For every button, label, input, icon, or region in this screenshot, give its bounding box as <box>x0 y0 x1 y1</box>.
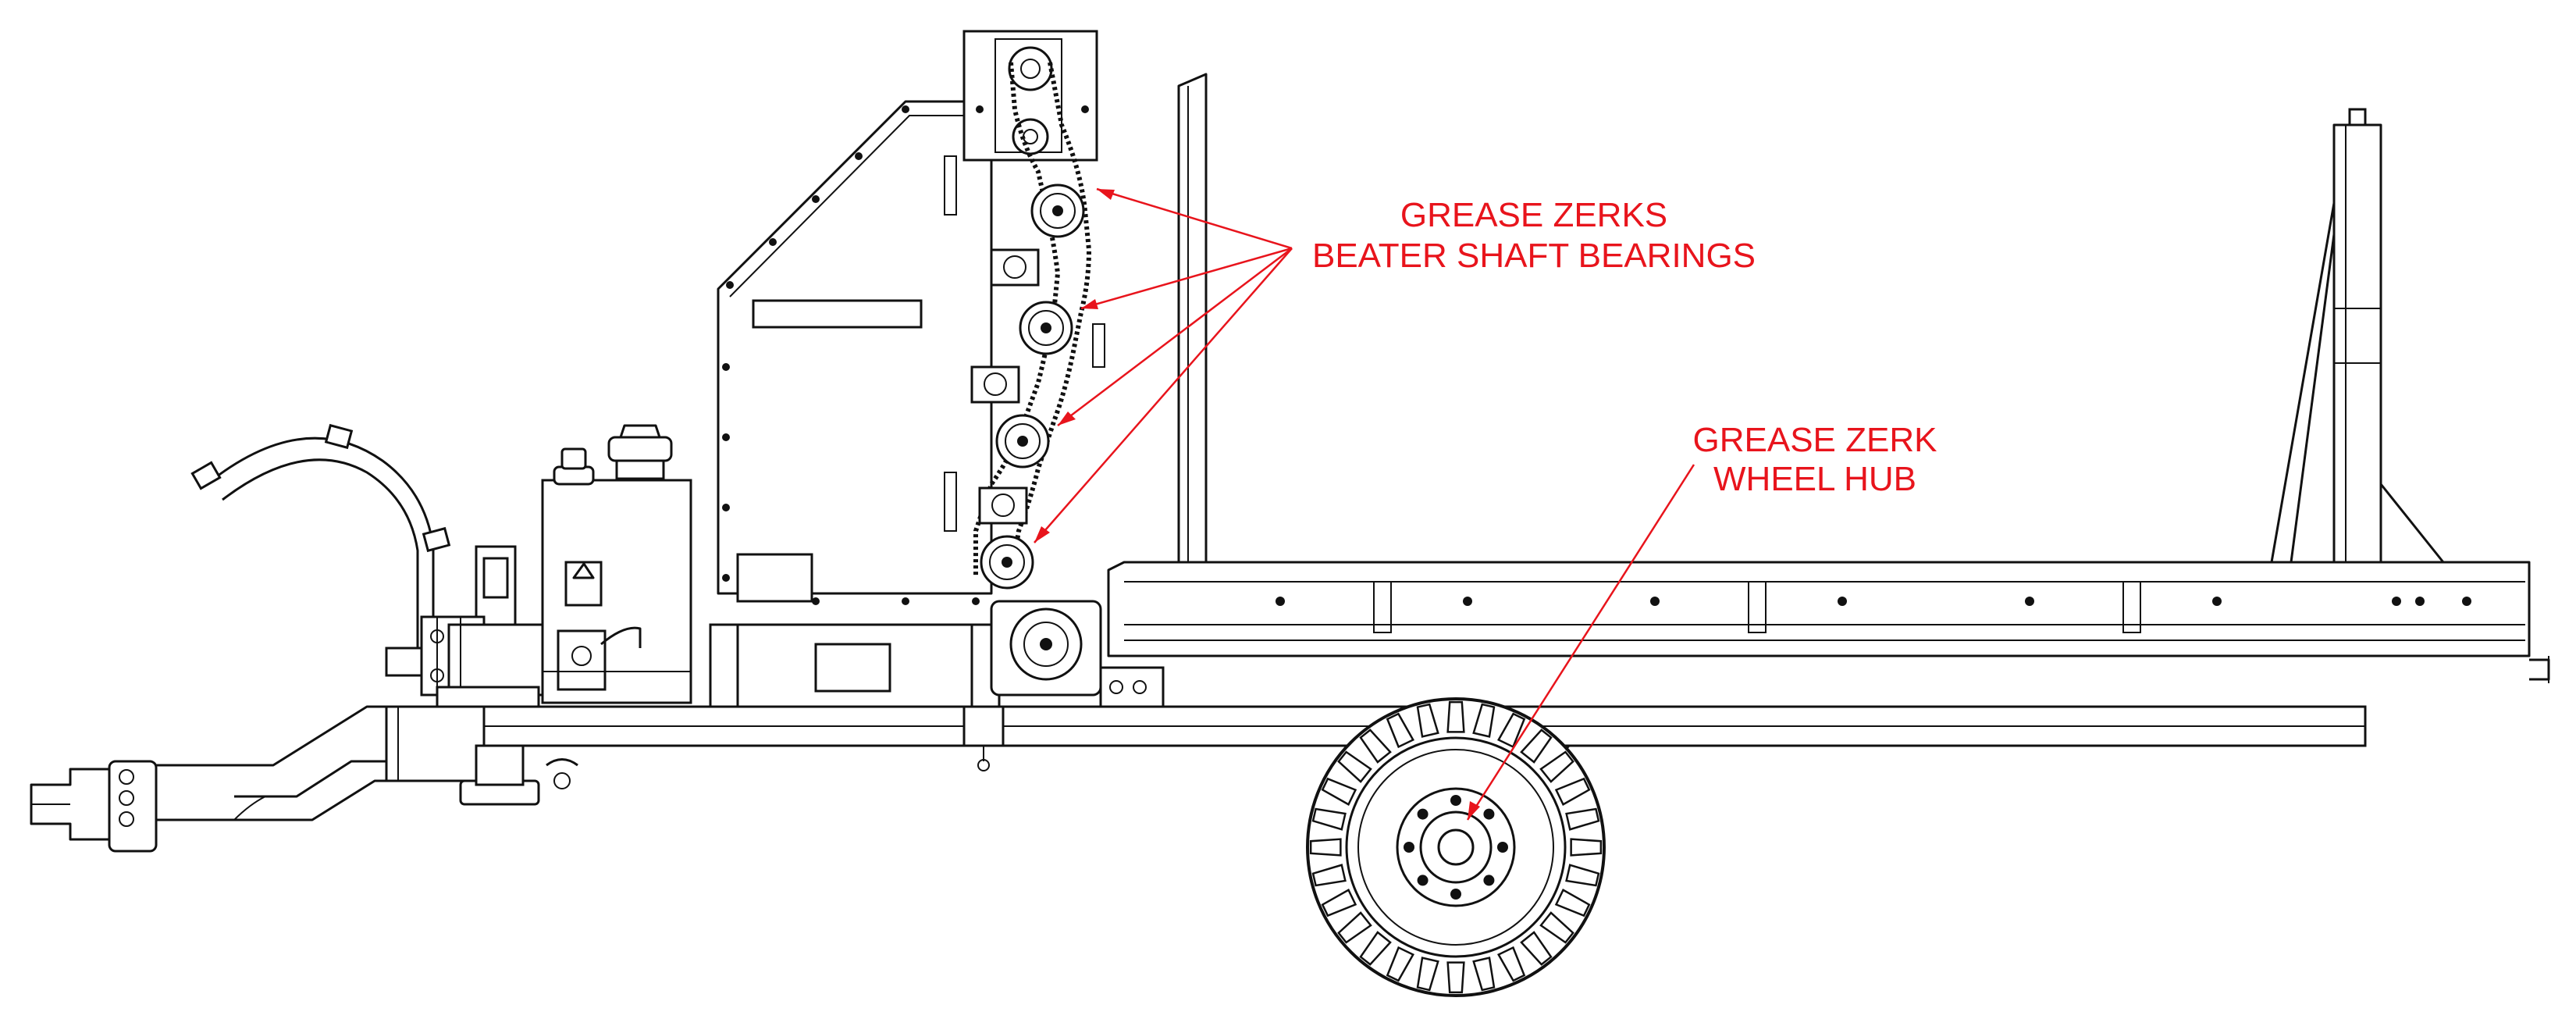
tread-lug <box>1359 931 1392 966</box>
bed-deck <box>1107 561 2550 683</box>
hydraulic-motor <box>990 600 1165 708</box>
lug-nut <box>1404 842 1414 853</box>
tread-lug <box>1554 888 1591 917</box>
lug-nut <box>1483 808 1495 820</box>
tread-lug <box>1520 931 1553 966</box>
beater-callout-line1: GREASE ZERKS <box>1400 196 1667 234</box>
wheel <box>1306 697 1606 997</box>
tread-lug <box>1520 729 1553 764</box>
wheel-leader <box>1466 464 1695 821</box>
tread-lug <box>1309 838 1342 857</box>
tread-lug <box>1386 712 1415 749</box>
tread-lug <box>1570 838 1603 857</box>
discharge-chute <box>190 423 451 672</box>
tread-lug <box>1446 961 1465 994</box>
beater-leaders <box>1034 187 1293 543</box>
lug-nut <box>1497 842 1508 853</box>
lug-nut <box>1450 795 1461 806</box>
lug-nut <box>1417 808 1429 820</box>
beater-bearing-4 <box>980 535 1034 590</box>
wheel-callout: GREASE ZERK WHEEL HUB <box>1693 421 1937 498</box>
pto-gearbox <box>385 545 552 708</box>
wheel-callout-line1: GREASE ZERK <box>1693 421 1937 459</box>
tread-lug <box>1446 700 1465 733</box>
tread-lug <box>1416 957 1439 992</box>
main-housing <box>717 100 1105 605</box>
tread-lug <box>1337 750 1372 783</box>
chain-tensioners <box>970 248 1040 525</box>
tread-lug <box>1321 777 1357 807</box>
hydraulic-tank <box>541 424 692 704</box>
lug-nut <box>1450 889 1461 900</box>
beater-bearing-1 <box>1030 183 1085 238</box>
tread-lug <box>1565 864 1600 887</box>
beater-bearing-3 <box>995 414 1050 469</box>
tread-lug <box>1337 911 1372 944</box>
tread-lug <box>1496 946 1526 982</box>
tread-lug <box>1321 888 1357 917</box>
tread-lug <box>1539 750 1574 783</box>
tread-lug <box>1539 911 1574 944</box>
tread-lug <box>1386 946 1415 982</box>
tread-lug <box>1472 703 1496 738</box>
beater-callout: GREASE ZERKS BEATER SHAFT BEARINGS <box>1312 196 1756 275</box>
housing-post <box>1177 73 1208 564</box>
rear-headboard <box>2270 108 2445 564</box>
tread-lug <box>1565 807 1600 831</box>
tread-lug <box>1311 807 1347 831</box>
beater-callout-line2: BEATER SHAFT BEARINGS <box>1312 237 1756 275</box>
tread-lug <box>1359 729 1392 764</box>
wheel-callout-line2: WHEEL HUB <box>1713 460 1916 498</box>
lug-nut <box>1483 875 1495 886</box>
lug-nut <box>1417 875 1429 886</box>
tread-lug <box>1416 703 1439 738</box>
top-drive-box <box>962 30 1098 162</box>
tread-lug <box>1496 712 1526 749</box>
tread-lug <box>1472 957 1496 992</box>
hitch-tongue <box>30 705 486 853</box>
tread-lug <box>1554 777 1591 807</box>
tread-lug <box>1311 864 1347 887</box>
beater-bearing-2 <box>1019 301 1073 355</box>
